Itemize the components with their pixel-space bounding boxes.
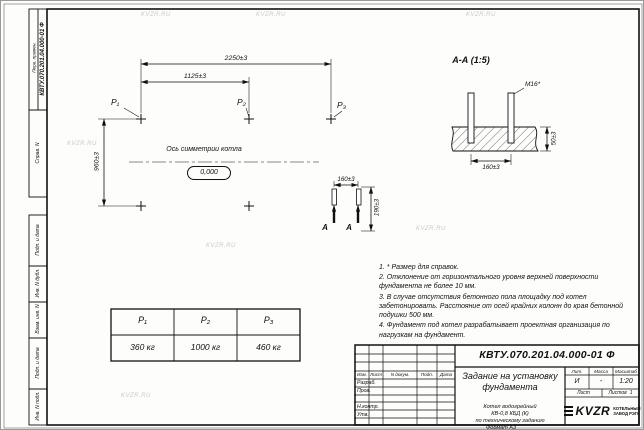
role-checked: Пров. — [357, 388, 371, 394]
product-line-1: Котел водогрейный — [483, 404, 537, 410]
lit-value: И — [574, 377, 580, 385]
role-approved: Утв. — [357, 411, 369, 418]
margin-label-sprav-n: Справ. N — [35, 142, 41, 163]
col-sign: Подп. — [420, 371, 434, 377]
note-3: 3. В случае отсутствия бетонного пола пл… — [379, 293, 624, 320]
load-table-value-p1: 360 кг — [130, 342, 155, 352]
watermark-text: KVZR.RU — [466, 12, 496, 18]
company-logo: KVZR КОТЕЛЬНЫЙ ЗАВОД РЭП — [563, 398, 641, 424]
col-doc: N докум. — [390, 371, 410, 377]
role-developed: Разраб. — [357, 380, 376, 386]
company-line-1: КОТЕЛЬНЫЙ — [613, 405, 641, 411]
mass-value: - — [599, 377, 603, 385]
sheets-cell: Листов 1 — [602, 390, 639, 396]
boiler-symmetry-axis-label: Ось симметрии котла — [166, 146, 242, 153]
sheets-value: 1 — [629, 390, 633, 396]
dimension-section-offset: 190±3 — [373, 198, 381, 217]
note-4: 4. Фундамент под котел разрабатывает про… — [379, 322, 610, 339]
dimension-bolt-spacing-plan: 160±3 — [337, 176, 355, 183]
load-table-value-p3: 460 кг — [256, 342, 281, 352]
note-2: 2. Отклонение от горизонтального уровня … — [379, 274, 599, 291]
scale-label: Масштаб — [615, 368, 637, 374]
sheet-label: Лист — [577, 390, 590, 396]
watermark-text: KVZR.RU — [256, 12, 286, 18]
watermark-text: KVZR.RU — [416, 226, 446, 232]
load-point-p3: P₃ — [337, 100, 347, 110]
note-1: 1. * Размер для справок. — [379, 264, 459, 271]
title-block-doc-number: КВТУ.070.201.04.000-01 Ф — [479, 349, 615, 361]
col-list: Лист — [370, 371, 382, 377]
watermark-text: KVZR.RU — [121, 393, 151, 399]
dimension-total-width: 2250±3 — [224, 55, 248, 62]
dimension-pad-depth: 50±3 — [550, 131, 558, 146]
company-name: KVZR — [575, 404, 611, 418]
mass-label: Масса — [594, 368, 608, 374]
load-table-value-p2: 1000 кг — [190, 342, 221, 352]
product-line-3: по техническому заданию — [475, 417, 545, 424]
margin-doc-number-vertical: КВТУ.070.201.04.000-01 Ф — [39, 21, 46, 96]
section-view-title: А-А (1:5) — [452, 55, 490, 65]
dimension-half-width: 1125±3 — [183, 73, 207, 80]
section-letter-left: А — [322, 223, 328, 232]
load-table-header-p1: P₁ — [138, 315, 147, 325]
section-letter-right: А — [346, 223, 352, 232]
col-date: Дата — [439, 371, 453, 377]
load-table-header-p3: P₃ — [263, 315, 274, 325]
anchor-bolt-label: М16* — [525, 81, 541, 88]
load-point-p1: P₁ — [111, 97, 120, 107]
kvzr-logo-icon — [563, 405, 573, 417]
watermark-text: KVZR.RU — [67, 141, 97, 147]
drawing-title: Задание на установку фундамента — [462, 371, 558, 392]
sheets-label: Листов — [608, 390, 627, 396]
scale-value: 1:20 — [619, 377, 633, 385]
company-line-2: ЗАВОД РЭП — [613, 411, 638, 416]
dimension-bolt-spacing-section: 160±3 — [482, 163, 500, 171]
format-label: Формат А3 — [485, 424, 517, 430]
watermark-text: KVZR.RU — [206, 243, 236, 249]
role-ncontrol: Н.контр. — [357, 403, 379, 410]
product-name: Котел водогрейный КВ-0,8 КБД (К) по техн… — [459, 404, 561, 425]
product-line-2: КВ-0,8 КБД (К) — [491, 410, 529, 417]
dimension-plan-height: 960±3 — [93, 152, 101, 171]
technical-notes: 1. * Размер для справок. 2. Отклонение о… — [379, 263, 633, 341]
lit-label: Лит. — [571, 368, 583, 374]
elevation-mark: 0,000 — [187, 166, 231, 180]
revision-header-row: Изм. Лист N докум. Подп. Дата — [355, 372, 455, 377]
load-point-p2: P₂ — [237, 97, 246, 107]
sheet-frame — [3, 3, 643, 429]
plan-view-linework — [98, 59, 375, 232]
margin-label-perv-primen: Перв. примен. — [31, 42, 36, 73]
watermark-text: KVZR.RU — [141, 12, 171, 18]
load-table-header-p2: P₂ — [200, 315, 211, 325]
section-view-linework — [451, 87, 551, 165]
margin-label-inv-podl: Инв. N подл. — [35, 391, 41, 421]
col-izm: Изм. — [357, 371, 367, 377]
